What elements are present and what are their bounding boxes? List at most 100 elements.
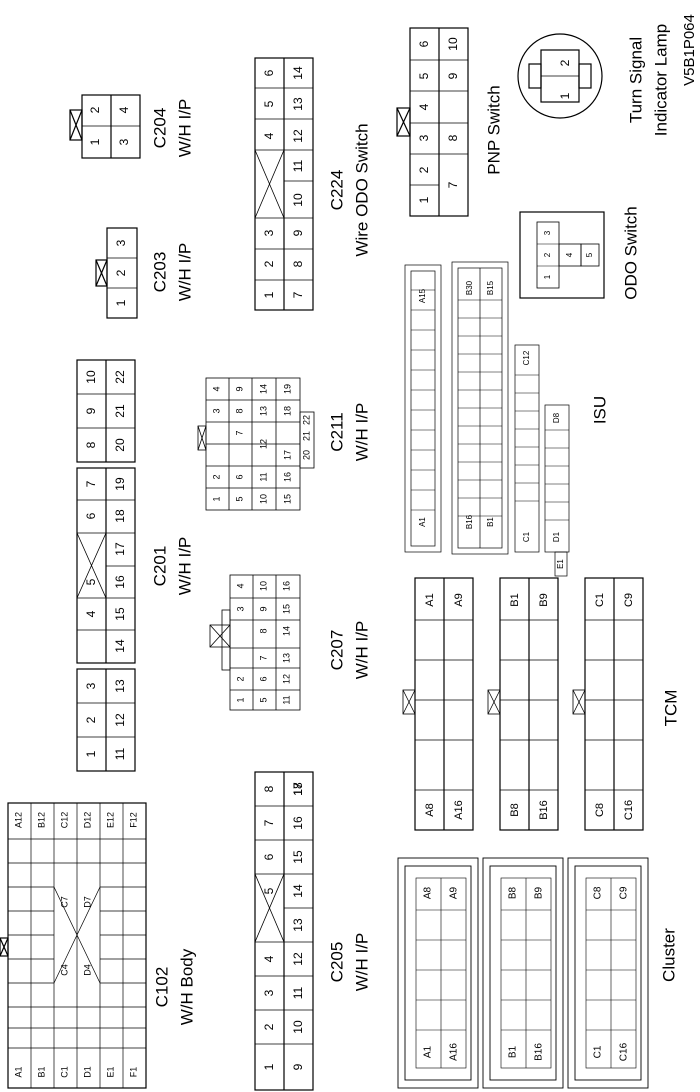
c211-pin-7: 7	[234, 430, 244, 435]
c224-pin-1: 1	[262, 291, 276, 298]
c201b-pin-2: 2	[84, 716, 98, 723]
c201-pin-14: 14	[113, 639, 127, 653]
c203-pin-1: 1	[114, 299, 128, 306]
pnp-pin-5: 5	[417, 72, 431, 79]
c224-pin-12: 12	[291, 129, 305, 143]
c205-pin-8: 8	[262, 785, 276, 792]
c211-pin-3: 3	[211, 408, 221, 413]
c224-pin-5: 5	[262, 100, 276, 107]
c203-pin-2: 2	[114, 269, 128, 276]
c207-pin-4: 4	[235, 583, 245, 588]
c211-pin-11: 11	[258, 472, 268, 481]
c205-pin-14: 14	[291, 884, 305, 898]
isu-pin-B16: B16	[465, 514, 474, 529]
c207-label-0: C207	[327, 630, 346, 671]
tsi-pin-2: 2	[558, 59, 572, 66]
tcm-pin-C16: C16	[623, 800, 635, 820]
cluster-pin-B8: B8	[508, 886, 519, 899]
c201b-pin-11: 11	[113, 747, 127, 760]
cluster-label-0: Cluster	[659, 928, 678, 982]
isu-pin-D8: D8	[552, 412, 561, 423]
c205-pin-10: 10	[291, 1020, 305, 1034]
c204-pin-4: 4	[117, 106, 131, 113]
pnp-pin-8: 8	[446, 134, 460, 141]
tsi-label-1: Indicator Lamp	[651, 24, 670, 136]
odo-pin-1: 1	[543, 274, 552, 279]
pnp-pin-3: 3	[417, 134, 431, 141]
pnp-label-0: PNP Switch	[484, 85, 503, 174]
c211-pin-10: 10	[258, 494, 268, 504]
c102-pin-D12: D12	[82, 812, 92, 829]
c205-pin-15: 15	[291, 850, 305, 864]
c205-pin-5: 5	[262, 887, 276, 894]
c204-label-0: C204	[150, 108, 169, 149]
c207-pin-1: 1	[235, 697, 245, 702]
c224-label-0: C224	[327, 170, 346, 211]
c207-label-1: W/H I/P	[352, 621, 371, 680]
c205-label-0: C205	[327, 942, 346, 983]
c205-label-1: W/H I/P	[352, 933, 371, 992]
c201c-pin-20: 20	[113, 438, 127, 452]
c205-pin-7: 7	[262, 819, 276, 826]
c207-pin-9: 9	[258, 606, 268, 611]
c224-pin-4: 4	[262, 132, 276, 139]
isu-pin-B30: B30	[465, 280, 474, 295]
c211-pin-22: 22	[301, 415, 311, 425]
c205-pin-6: 6	[262, 853, 276, 860]
c204-pin-2: 2	[88, 106, 102, 113]
isu-pin-E1: E1	[556, 559, 565, 569]
c201-pin-6: 6	[84, 512, 98, 519]
c211-pin-17: 17	[282, 450, 292, 460]
pnp-pin-1: 1	[417, 196, 431, 203]
pnp-pin-10: 10	[446, 37, 460, 51]
c211-pin-12: 12	[258, 439, 268, 449]
c102-pin-B12: B12	[36, 812, 46, 828]
c102-pin-D7: D7	[82, 896, 92, 908]
c211-pin-13: 13	[258, 406, 268, 416]
c102-pin-D1: D1	[82, 1066, 92, 1078]
tcm-pin-C9: C9	[623, 593, 635, 607]
c207-pin-13: 13	[281, 653, 291, 663]
c201-label-0: C201	[150, 546, 169, 587]
tcm-pin-C1: C1	[594, 593, 606, 607]
c201-pin-17: 17	[113, 542, 127, 556]
c205-pin-1: 1	[262, 1063, 276, 1070]
c205-pin-16: 16	[291, 816, 305, 830]
c102-pin-C1: C1	[59, 1066, 69, 1078]
c211-pin-5: 5	[234, 496, 244, 501]
tcm-pin-A16: A16	[453, 800, 465, 820]
isu-label-0: ISU	[590, 396, 609, 424]
c201-pin-15: 15	[113, 607, 127, 621]
c211-pin-9: 9	[234, 386, 244, 391]
tcm-pin-A8: A8	[424, 803, 436, 816]
c201-pin-19: 19	[113, 477, 127, 491]
cluster-pin-B1: B1	[508, 1045, 519, 1058]
cluster-pin-A16: A16	[449, 1043, 460, 1061]
tcm-pin-B8: B8	[509, 803, 521, 816]
c211-pin-14: 14	[258, 384, 268, 394]
cluster-pin-B16: B16	[534, 1043, 545, 1061]
c205-pin-3: 3	[262, 989, 276, 996]
c224-pin-6: 6	[262, 69, 276, 76]
c211-label-0: C211	[327, 412, 346, 451]
c207-pin-15: 15	[281, 604, 291, 614]
c224-pin-9: 9	[291, 229, 305, 236]
c204-pin-3: 3	[117, 138, 131, 145]
isu-pin-A1: A1	[418, 517, 427, 527]
c102-pin-E12: E12	[105, 812, 115, 828]
c207-pin-7: 7	[258, 655, 268, 660]
c207-pin-6: 6	[258, 676, 268, 681]
c201c-pin-8: 8	[84, 441, 98, 448]
odo-pin-4: 4	[565, 252, 574, 257]
isu-pin-B15: B15	[486, 280, 495, 295]
c224-pin-3: 3	[262, 229, 276, 236]
c211-pin-15: 15	[282, 494, 292, 504]
c102-pin-D4: D4	[82, 964, 92, 976]
c207-pin-3: 3	[235, 606, 245, 611]
c205-pin-18: 18	[291, 782, 305, 796]
pnp-pin-6: 6	[417, 40, 431, 47]
cluster-pin-A1: A1	[423, 1045, 434, 1058]
odo-pin-5: 5	[585, 252, 594, 257]
c205-pin-4: 4	[262, 955, 276, 962]
c211-pin-20: 20	[301, 450, 311, 460]
